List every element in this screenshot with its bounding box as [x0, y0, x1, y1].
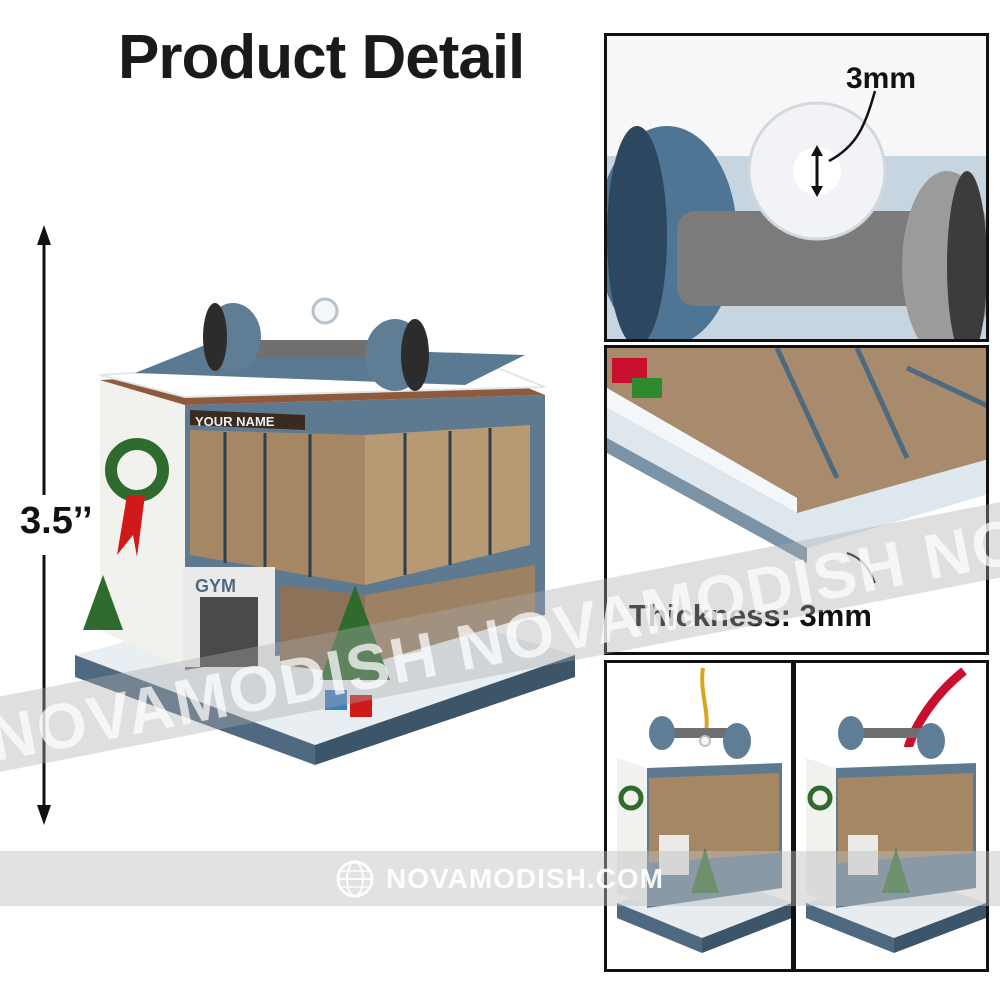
name-plate-text: YOUR NAME	[195, 414, 275, 429]
gym-ornament-image: YOUR NAME GYM	[75, 297, 575, 765]
thickness-detail-panel: Thickness: 3mm	[604, 345, 989, 655]
hole-detail-panel: 3mm	[604, 33, 989, 342]
variant-gold-cord-image	[617, 667, 791, 953]
variant-gold-cord-panel	[604, 660, 794, 972]
height-dimension-arrow	[37, 225, 51, 825]
thickness-label: Thickness: 3mm	[629, 598, 872, 633]
page-title: Product Detail	[118, 23, 525, 92]
hole-closeup-image	[607, 36, 986, 339]
door-sign-text: GYM	[195, 576, 236, 596]
thickness-closeup-image	[607, 348, 986, 652]
variant-red-ribbon-panel	[793, 660, 989, 972]
globe-icon	[336, 860, 374, 898]
variant-red-ribbon-image	[806, 667, 986, 953]
hole-size-label: 3mm	[845, 62, 916, 95]
dimension-label: 3.5’’	[20, 500, 93, 542]
